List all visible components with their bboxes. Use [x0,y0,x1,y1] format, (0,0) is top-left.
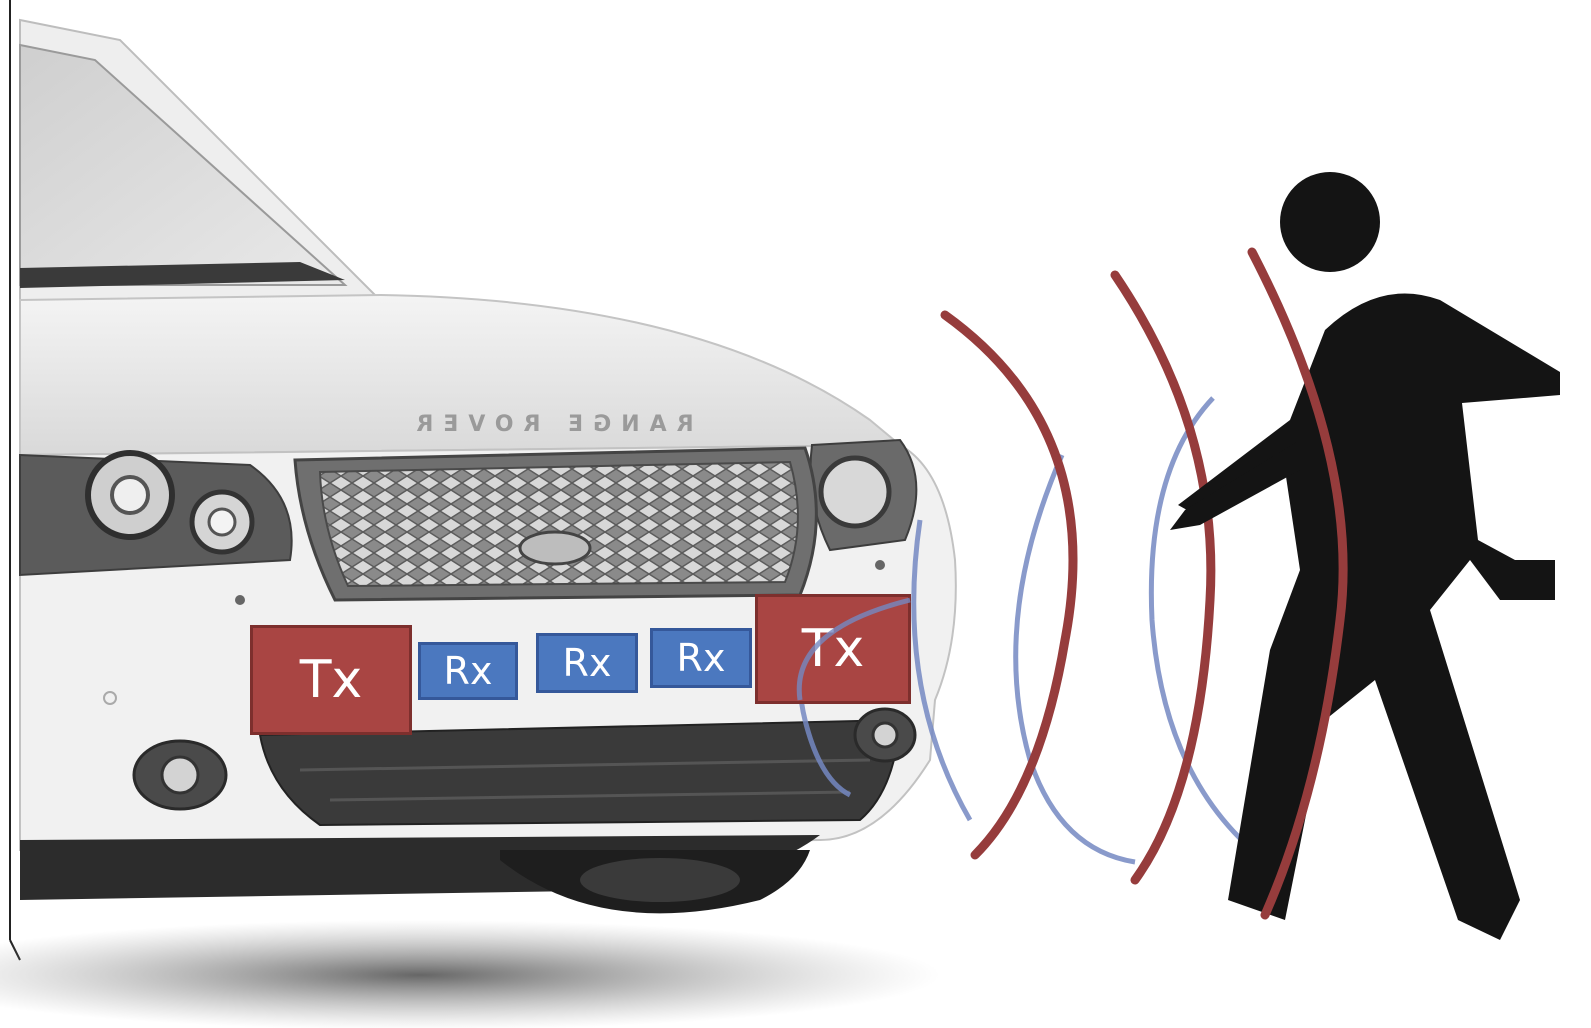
reflected-wave-overlay [0,0,1591,1028]
radar-pedestrian-detection-diagram: RANGE ROVER Tx Rx Rx Rx [0,0,1591,1028]
